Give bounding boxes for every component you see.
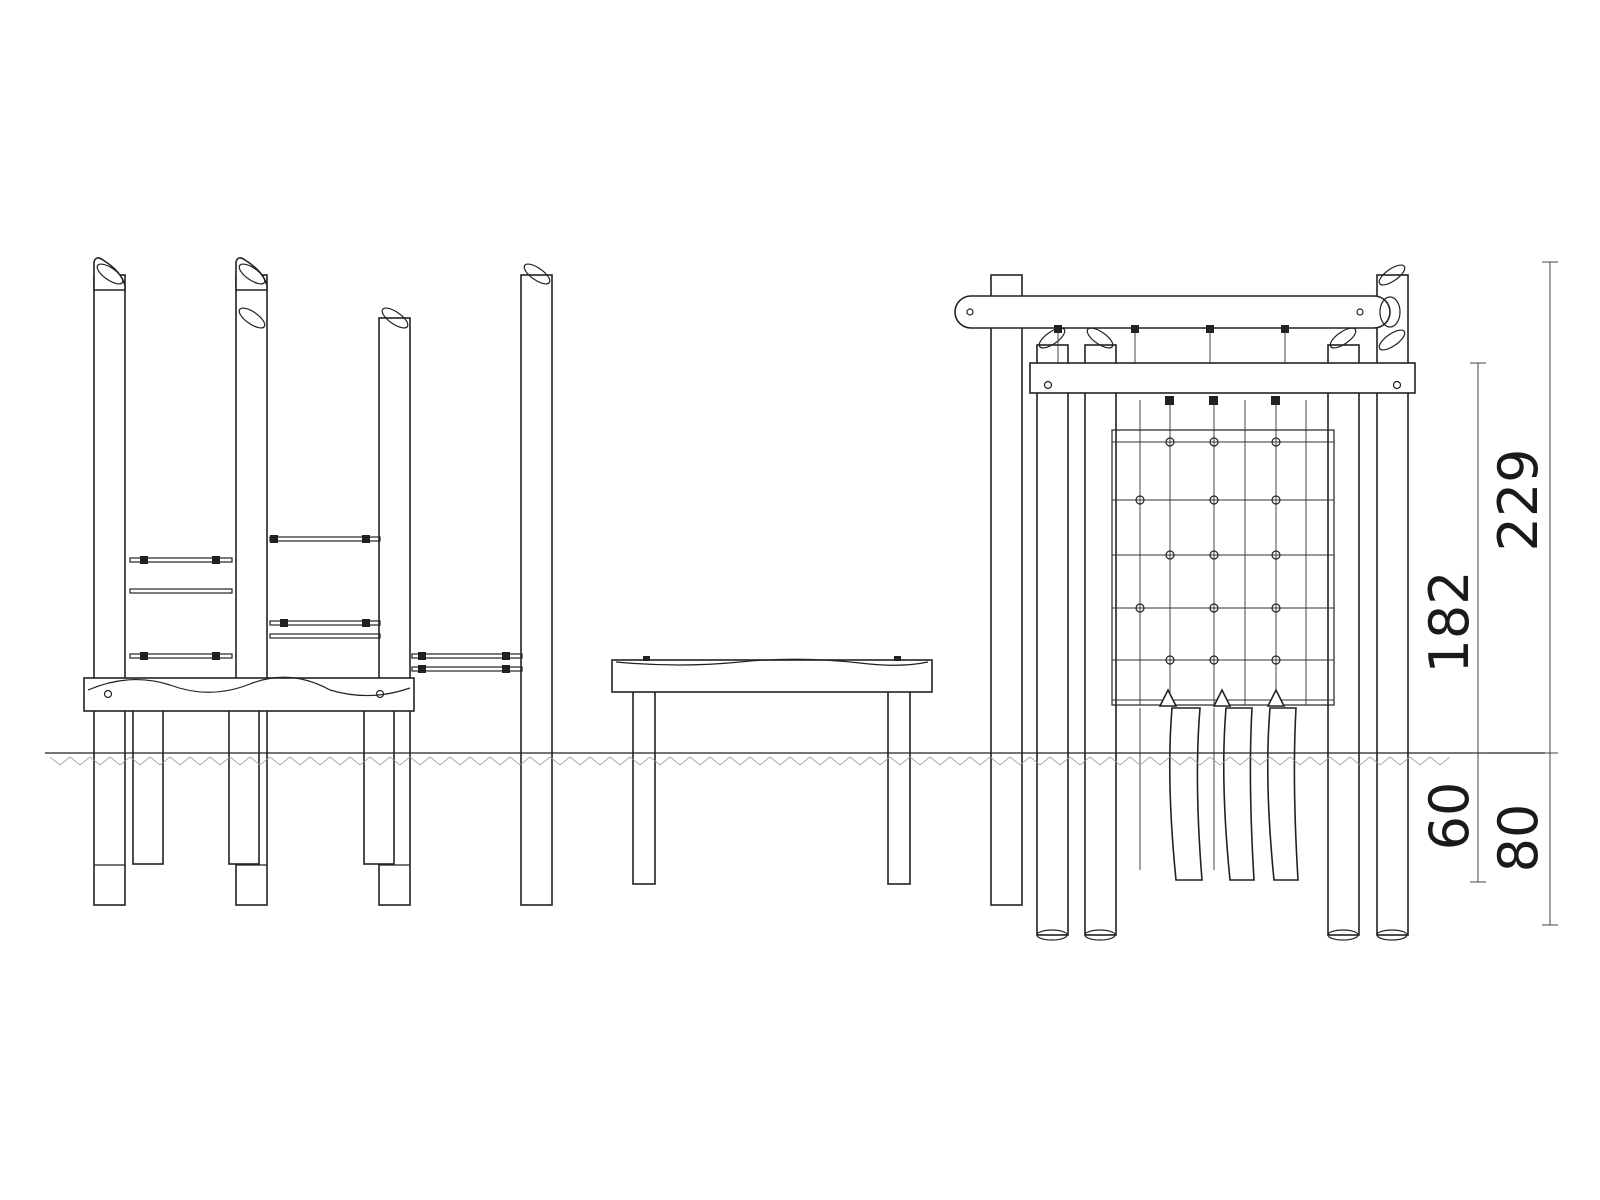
bench-seat [611, 656, 933, 693]
bench-leg-left [632, 676, 656, 885]
bench-view [611, 656, 933, 885]
frame-post-back-left [990, 274, 1023, 906]
rung-group-right [411, 652, 523, 673]
post-4 [520, 263, 553, 906]
post-1 [93, 257, 126, 906]
climbing-net [1054, 325, 1335, 707]
crossbar [1029, 362, 1416, 394]
leg-1 [132, 691, 164, 865]
hanging-logs [1139, 707, 1299, 881]
frame-post-front-right [1327, 344, 1360, 936]
net-frame-view [954, 264, 1416, 941]
platform-beam [83, 676, 415, 712]
bench-leg-right [887, 676, 911, 885]
frame-post-left [1036, 344, 1069, 936]
dimension-lines [1470, 261, 1558, 926]
dimension-label-229: 229 [1487, 448, 1550, 551]
ground-line [45, 752, 1545, 766]
frame-post-front-left [1084, 344, 1117, 936]
dimension-label-182: 182 [1418, 570, 1481, 673]
leg-3 [363, 691, 395, 865]
dimension-label-60: 60 [1418, 782, 1481, 851]
rung-group-left [129, 556, 233, 660]
left-elevation-view [83, 257, 553, 906]
dimension-label-80: 80 [1487, 804, 1550, 873]
leg-2 [228, 691, 260, 865]
top-log-beam [954, 295, 1401, 329]
rung-group-mid [269, 535, 381, 639]
